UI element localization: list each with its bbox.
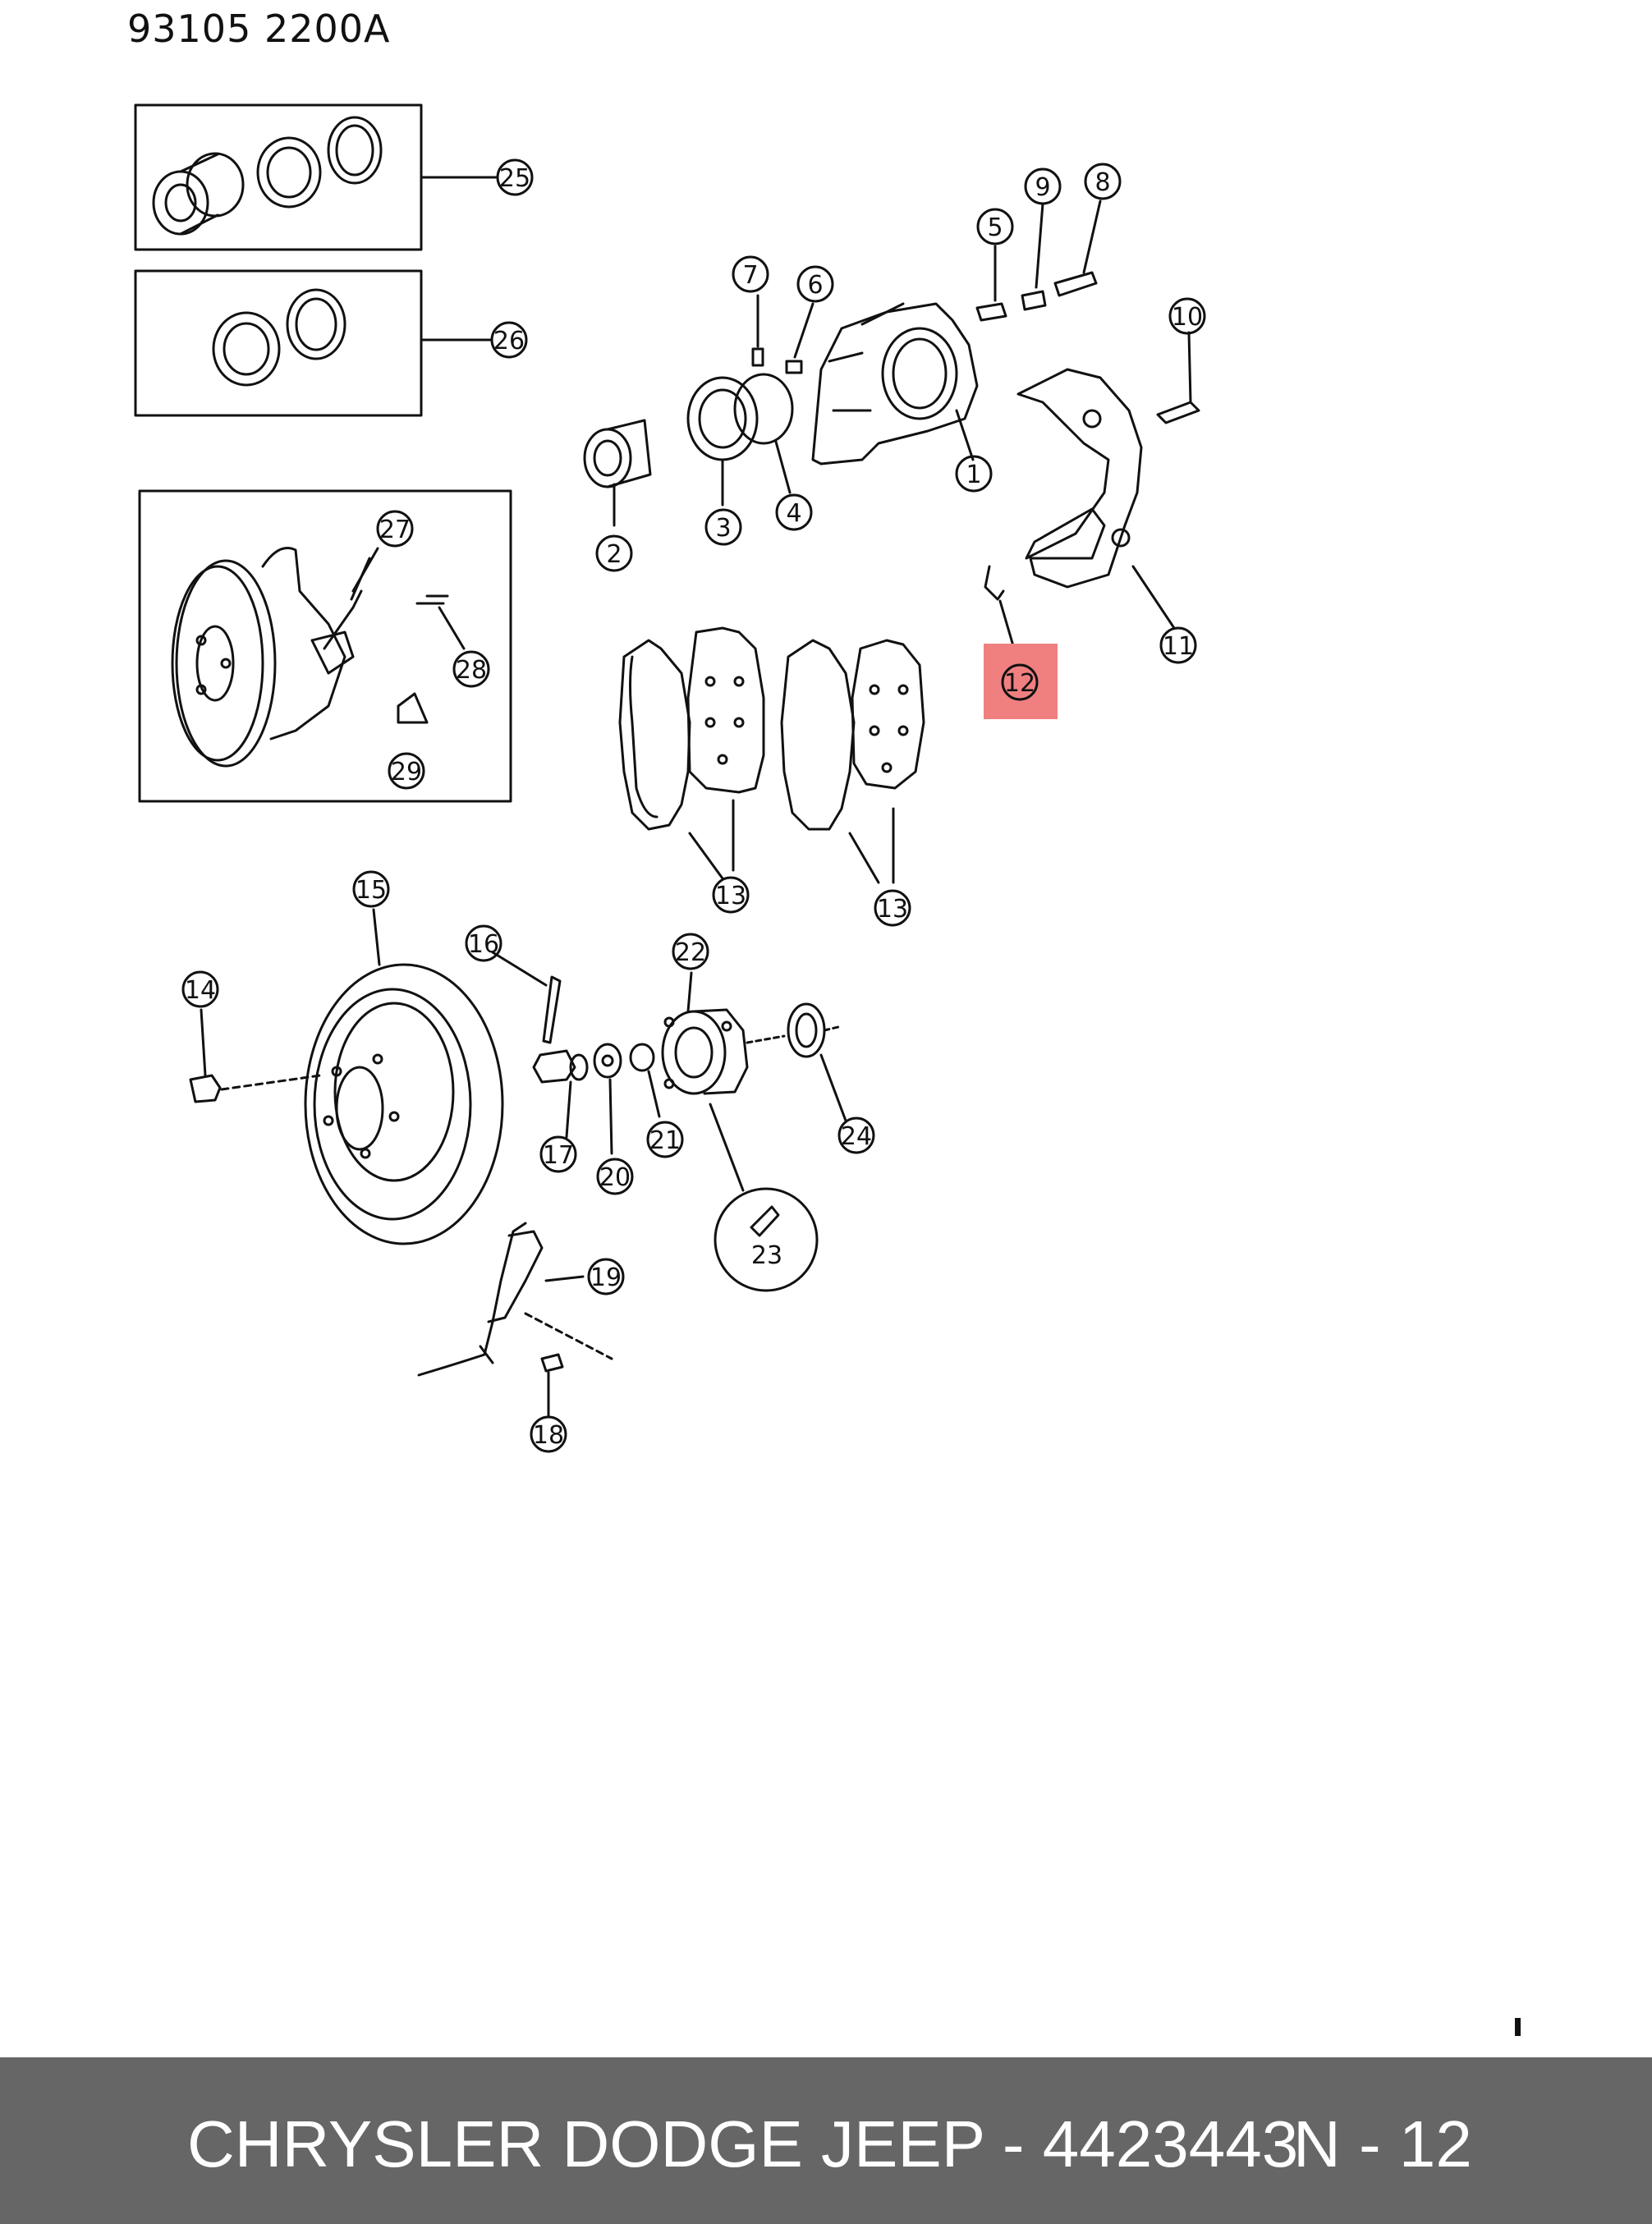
callout-27: 27	[376, 510, 414, 548]
callout-12-label: 12	[1004, 669, 1035, 698]
callout-1-label: 1	[966, 461, 981, 489]
callout-16-label: 16	[468, 930, 499, 959]
shield-16	[491, 951, 562, 1044]
callout-15: 15	[352, 870, 390, 908]
callout-20-label: 20	[599, 1163, 631, 1192]
page-mark	[1515, 2018, 1521, 2036]
callout-28-label: 28	[456, 656, 487, 685]
callout-24: 24	[837, 1117, 875, 1154]
piston-2	[583, 419, 652, 527]
callout-18-label: 18	[533, 1421, 564, 1450]
hub-bearing-22	[661, 971, 786, 1192]
callout-29: 29	[388, 752, 425, 790]
rotor-15	[304, 908, 504, 1245]
guide-pins-5-8-9	[975, 199, 1102, 322]
callout-27-label: 27	[379, 516, 411, 544]
callout-23: 23	[751, 1241, 782, 1270]
bleeder-6-7	[751, 294, 815, 374]
callout-12: 12	[1001, 663, 1039, 701]
seal-24	[787, 1002, 847, 1122]
brake-pads-13	[618, 626, 925, 884]
callout-21-label: 21	[649, 1126, 681, 1155]
callout-13b: 13	[874, 889, 911, 927]
callout-15-label: 15	[356, 876, 387, 905]
callout-2-label: 2	[606, 540, 622, 569]
callout-5: 5	[976, 208, 1014, 245]
callout-4-label: 4	[786, 499, 801, 528]
callout-20: 20	[596, 1158, 634, 1195]
callout-19-label: 19	[590, 1263, 622, 1292]
document-code: 93105 2200A	[127, 7, 391, 51]
callout-22-label: 22	[675, 938, 706, 967]
callout-13a-label: 13	[715, 882, 746, 910]
caliper-1	[811, 302, 979, 465]
callout-22: 22	[672, 933, 709, 970]
callout-18: 18	[530, 1415, 567, 1453]
exploded-parts-diagram: 1234567891011121313141516171819202122232…	[134, 103, 1521, 2036]
callout-11-label: 11	[1163, 632, 1194, 661]
callout-5-label: 5	[987, 213, 1003, 242]
callout-23-label: 23	[751, 1241, 782, 1270]
callout-8-label: 8	[1094, 168, 1110, 197]
callout-13b-label: 13	[877, 895, 908, 924]
callout-24-label: 24	[841, 1122, 872, 1151]
callout-13a: 13	[712, 876, 750, 914]
callout-17: 17	[539, 1135, 577, 1173]
callout-14-label: 14	[185, 976, 216, 1005]
callout-10-label: 10	[1172, 303, 1203, 332]
callout-26: 26	[490, 321, 528, 359]
callout-7: 7	[732, 255, 769, 293]
callout-6-label: 6	[807, 271, 823, 300]
highlight-12	[984, 644, 1058, 719]
bolt-10	[1156, 331, 1200, 424]
callout-9: 9	[1024, 167, 1062, 205]
callout-3: 3	[704, 508, 742, 546]
seal-kit-box-26	[134, 269, 493, 417]
callout-4: 4	[775, 493, 813, 531]
hub-bolt-23	[714, 1187, 819, 1292]
callout-3-label: 3	[715, 514, 731, 543]
callout-14: 14	[181, 970, 219, 1008]
clip-12	[984, 565, 1016, 650]
brand-part-number: CHRYSLER DODGE JEEP - 4423443	[187, 2107, 1299, 2180]
adapter-bracket-11	[1016, 368, 1176, 630]
callout-19: 19	[587, 1258, 625, 1295]
callout-16: 16	[465, 924, 502, 962]
hub-nut-17-20-21	[532, 1043, 661, 1155]
callout-7-label: 7	[742, 261, 758, 290]
callout-25-label: 25	[499, 164, 530, 193]
callout-9-label: 9	[1035, 173, 1050, 202]
page-number: N - 12	[1293, 2107, 1472, 2180]
abs-sensor-18-19	[417, 1222, 613, 1418]
wheel-nut-14	[189, 1008, 322, 1103]
footer-bar: CHRYSLER DODGE JEEP - 4423443 N - 12	[0, 2057, 1652, 2224]
callout-2: 2	[595, 534, 633, 572]
callout-17-label: 17	[543, 1141, 574, 1170]
boot-seal-3-4	[686, 373, 794, 507]
callout-11: 11	[1159, 626, 1197, 664]
callout-10: 10	[1168, 297, 1206, 335]
callout-6: 6	[796, 265, 834, 303]
callout-8: 8	[1084, 163, 1122, 200]
callout-26-label: 26	[493, 327, 525, 355]
callout-25: 25	[496, 158, 534, 196]
callout-21: 21	[646, 1121, 684, 1158]
callout-29-label: 29	[391, 758, 422, 786]
callout-28: 28	[452, 650, 490, 688]
knuckle-inset-box	[138, 489, 512, 803]
callout-1: 1	[955, 455, 993, 493]
seal-kit-box-25	[134, 103, 498, 251]
